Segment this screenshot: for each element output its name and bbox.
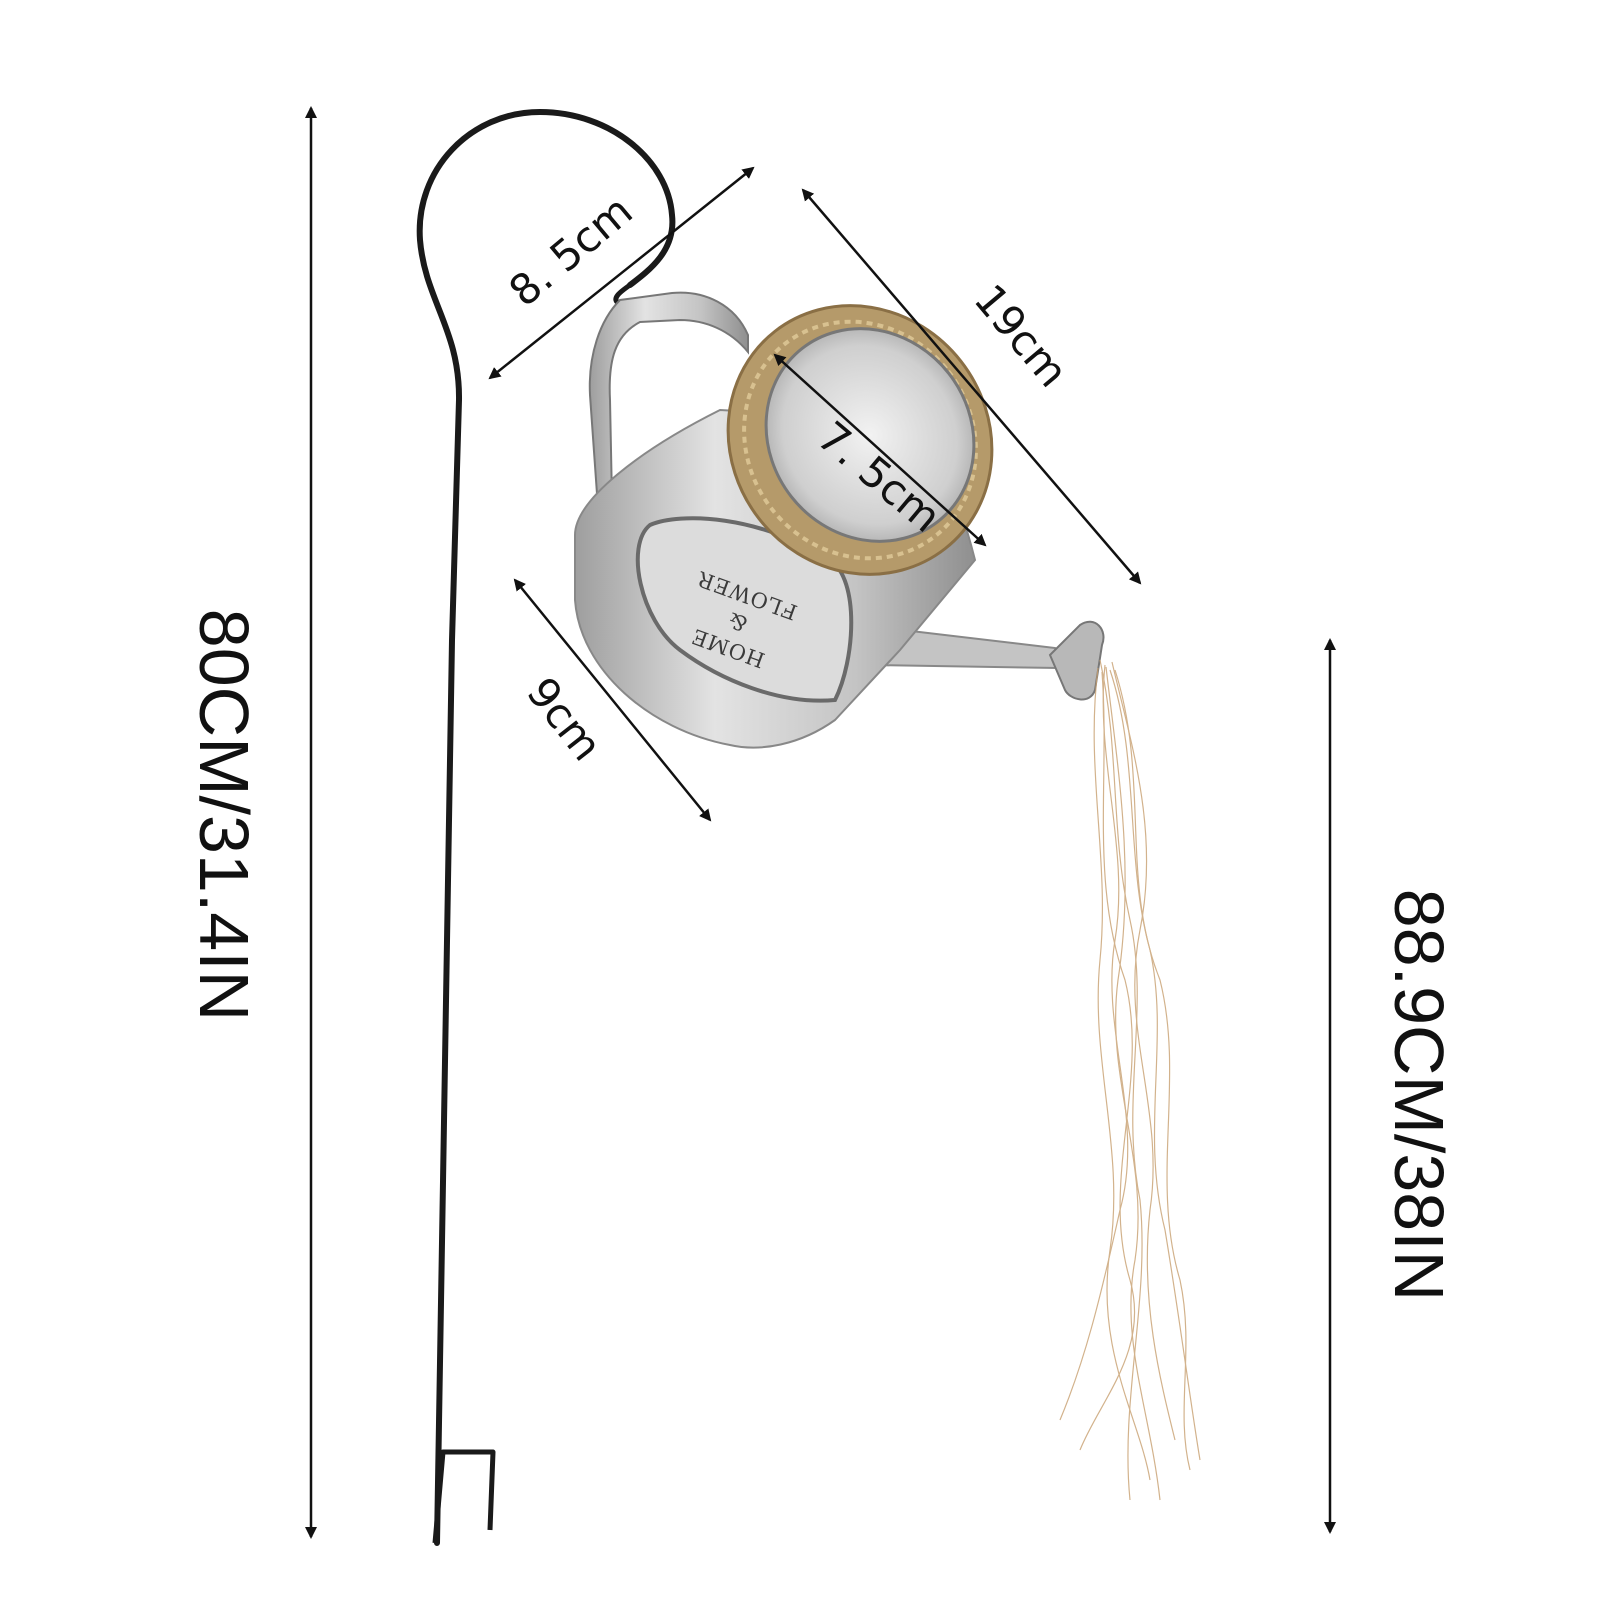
arrow-handle-width: [488, 166, 755, 380]
dimension-arrows: [305, 106, 1336, 1539]
label-stake-height: 80CM/31.4IN: [185, 609, 263, 1021]
label-handle-width: 8. 5cm: [500, 186, 642, 316]
spout-rose: [1048, 620, 1105, 701]
label-can-length: 19cm: [965, 275, 1078, 396]
arrow-opening-diameter: [773, 353, 987, 547]
label-lights-length: 88.9CM/38IN: [1380, 889, 1458, 1301]
shepherd-hook-stake: [416, 108, 676, 1546]
arrow-can-height: [513, 578, 712, 822]
fairy-light-strands: [1059, 659, 1201, 1501]
